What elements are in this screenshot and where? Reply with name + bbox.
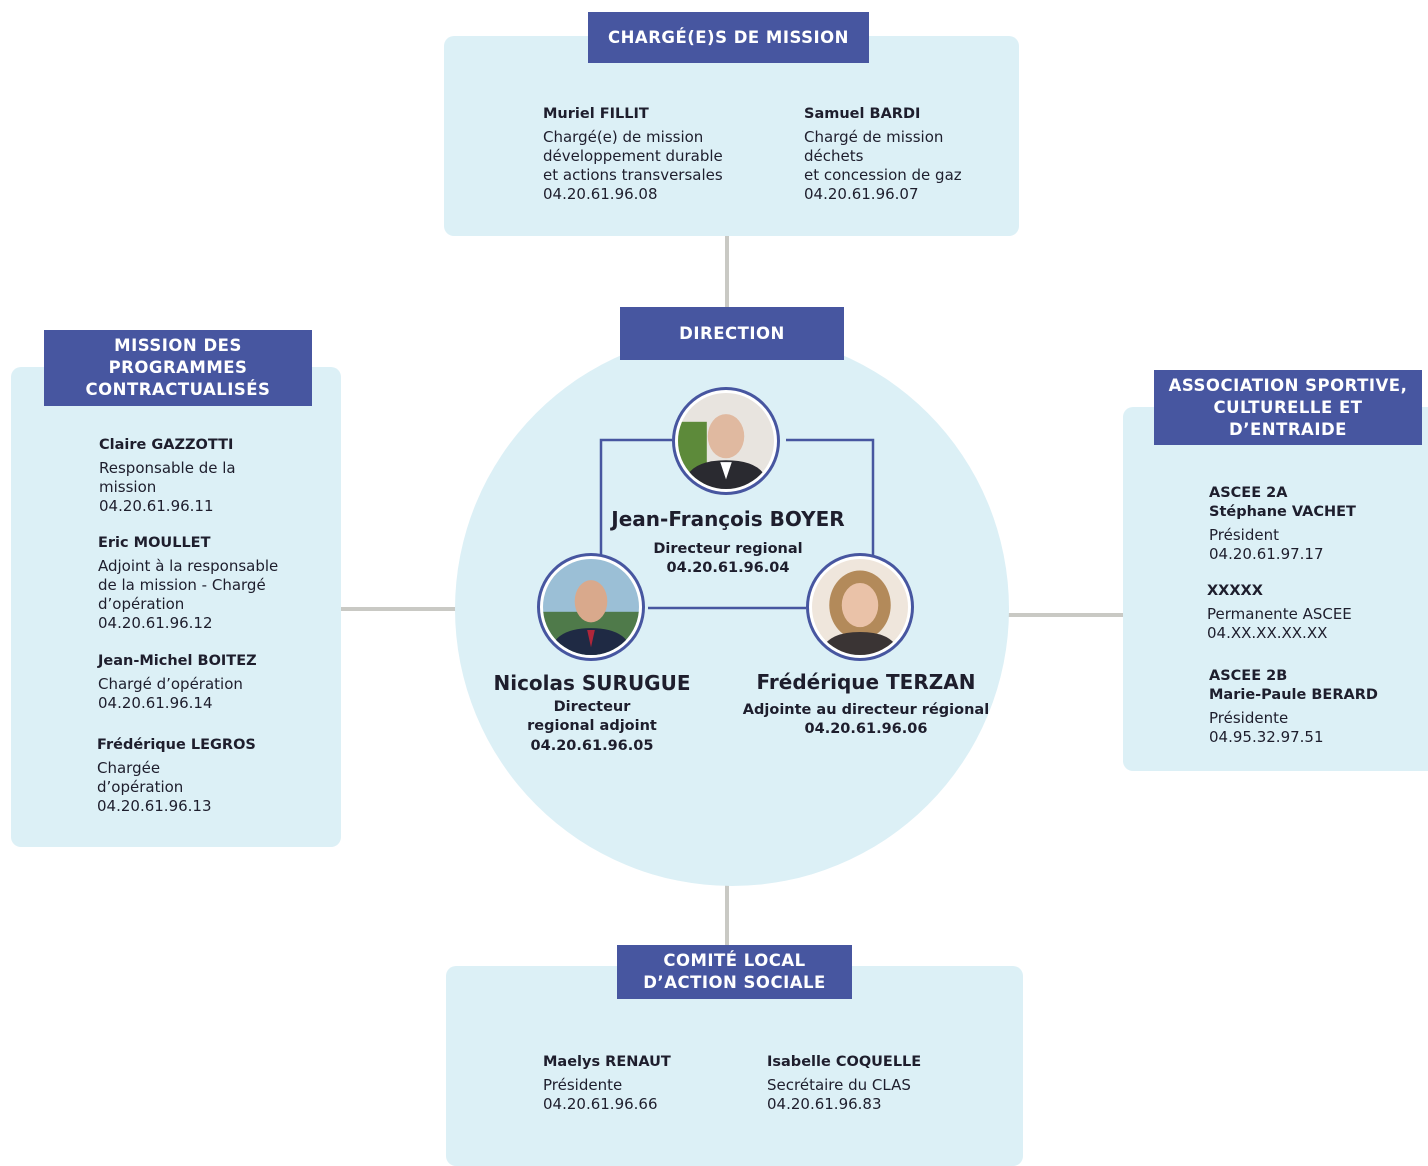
person-name: Jean-Michel BOITEZ bbox=[98, 653, 257, 669]
person-role: Chargée d’opération bbox=[97, 759, 184, 796]
person-role: Secrétaire du CLAS bbox=[767, 1076, 911, 1094]
connector-top bbox=[725, 236, 729, 308]
person-block: Isabelle COQUELLE Secrétaire du CLAS 04.… bbox=[767, 1053, 987, 1114]
person-phone: 04.20.61.96.13 bbox=[97, 797, 212, 815]
association-header: ASSOCIATION SPORTIVE, CULTURELLE ET D’EN… bbox=[1154, 370, 1422, 445]
association-panel bbox=[1123, 407, 1428, 771]
person-name: Muriel FILLIT bbox=[543, 106, 649, 122]
person-block: ASCEE 2A Stéphane VACHET Président 04.20… bbox=[1209, 484, 1419, 564]
person-role: Présidente bbox=[1209, 709, 1289, 727]
portrait-boyer-icon bbox=[678, 393, 774, 489]
person-phone: 04.20.61.97.17 bbox=[1209, 545, 1324, 563]
clas-header: COMITÉ LOCAL D’ACTION SOCIALE bbox=[617, 945, 852, 999]
person-name: Isabelle COQUELLE bbox=[767, 1054, 922, 1070]
person-role: Président bbox=[1209, 526, 1279, 544]
person-role: Chargé de mission déchets et concession … bbox=[804, 128, 962, 184]
person-phone: 04.XX.XX.XX.XX bbox=[1207, 624, 1328, 642]
person-block: Frédérique LEGROS Chargée d’opération 04… bbox=[97, 736, 327, 816]
person-name: Maelys RENAUT bbox=[543, 1054, 671, 1070]
person-block: Claire GAZZOTTI Responsable de la missio… bbox=[99, 436, 329, 516]
person-phone: 04.20.61.96.12 bbox=[98, 614, 213, 632]
avatar bbox=[672, 387, 780, 495]
person-phone: 04.20.61.96.08 bbox=[543, 185, 658, 203]
person-phone: 04.20.61.96.05 bbox=[530, 738, 654, 754]
avatar bbox=[537, 553, 645, 661]
person-phone: 04.20.61.96.07 bbox=[804, 185, 919, 203]
person-name: ASCEE 2A Stéphane VACHET bbox=[1209, 485, 1356, 520]
person-phone: 04.20.61.96.06 bbox=[804, 721, 928, 737]
mission-header: MISSION DES PROGRAMMES CONTRACTUALISÉS bbox=[44, 330, 312, 406]
portrait-surugue-icon bbox=[543, 559, 639, 655]
person-block: Maelys RENAUT Présidente 04.20.61.96.66 bbox=[543, 1053, 743, 1114]
person-role: Adjoint à la responsable de la mission -… bbox=[98, 557, 279, 613]
person-phone: 04.20.61.96.83 bbox=[767, 1095, 882, 1113]
person-role: Directeur regional bbox=[653, 541, 803, 557]
person-phone: 04.20.61.96.14 bbox=[98, 694, 213, 712]
person-block: Jean-Michel BOITEZ Chargé d’opération 04… bbox=[98, 652, 328, 713]
person-name: Eric MOULLET bbox=[98, 535, 211, 551]
person-name: Frédérique LEGROS bbox=[97, 737, 256, 753]
person-phone: 04.20.61.96.04 bbox=[666, 560, 790, 576]
charges-panel bbox=[444, 36, 1019, 236]
person-name: Jean-François BOYER bbox=[611, 507, 845, 531]
person-name: ASCEE 2B Marie-Paule BERARD bbox=[1209, 668, 1378, 703]
person-name: Samuel BARDI bbox=[804, 106, 921, 122]
person-name: Claire GAZZOTTI bbox=[99, 437, 234, 453]
person-block: ASCEE 2B Marie-Paule BERARD Présidente 0… bbox=[1209, 667, 1419, 747]
portrait-terzan-icon bbox=[812, 559, 908, 655]
person-phone: 04.95.32.97.51 bbox=[1209, 728, 1324, 746]
person-block: XXXXX Permanente ASCEE 04.XX.XX.XX.XX bbox=[1207, 582, 1417, 643]
person-name: XXXXX bbox=[1207, 583, 1263, 599]
person-role: Présidente bbox=[543, 1076, 623, 1094]
person-role: Chargé d’opération bbox=[98, 675, 243, 693]
avatar bbox=[806, 553, 914, 661]
person-name: Nicolas SURUGUE bbox=[493, 671, 691, 695]
person-block: Eric MOULLET Adjoint à la responsable de… bbox=[98, 534, 333, 633]
person-role: Chargé(e) de mission développement durab… bbox=[543, 128, 723, 184]
connector-bottom bbox=[725, 884, 729, 946]
person-phone: 04.20.61.96.11 bbox=[99, 497, 214, 515]
person-name: Frédérique TERZAN bbox=[756, 670, 976, 694]
connector-right bbox=[1007, 613, 1125, 617]
person-role: Permanente ASCEE bbox=[1207, 605, 1352, 623]
mission-panel bbox=[11, 367, 341, 847]
person-role: Responsable de la mission bbox=[99, 459, 236, 496]
person-role: Adjointe au directeur régional bbox=[742, 702, 990, 718]
person-phone: 04.20.61.96.66 bbox=[543, 1095, 658, 1113]
clas-panel bbox=[446, 966, 1023, 1166]
charges-header: CHARGÉ(E)S DE MISSION bbox=[588, 12, 869, 63]
person-role: Directeur regional adjoint bbox=[527, 699, 657, 734]
connector-left bbox=[340, 607, 458, 611]
person-block: Samuel BARDI Chargé de mission déchets e… bbox=[804, 105, 1004, 204]
direction-header: DIRECTION bbox=[620, 307, 844, 360]
person-block: Muriel FILLIT Chargé(e) de mission dével… bbox=[543, 105, 783, 204]
